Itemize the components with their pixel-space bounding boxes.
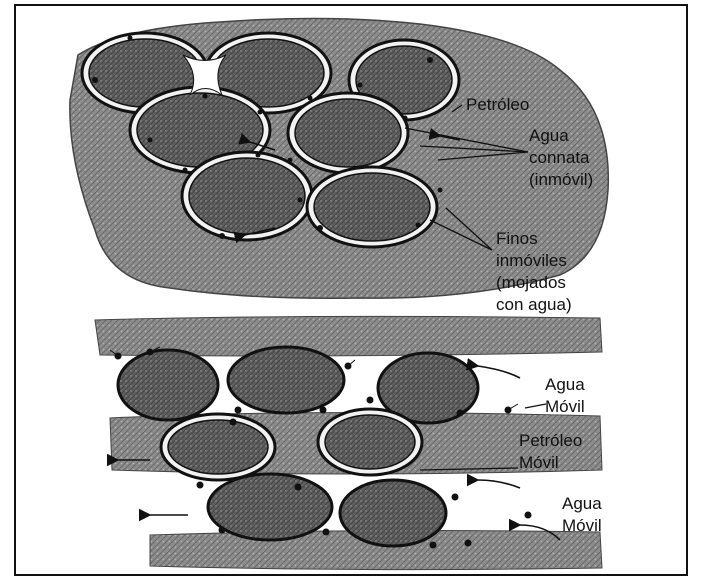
label-petroleo: Petróleo	[466, 95, 529, 114]
svg-text:Agua: Agua	[529, 126, 569, 145]
svg-text:Agua: Agua	[562, 494, 602, 513]
label-agua-movil-2: Agua Móvil	[562, 494, 602, 535]
grain-bottom-5	[318, 409, 422, 475]
svg-text:Finos: Finos	[496, 229, 538, 248]
label-agua-movil-1: Agua Móvil	[545, 375, 585, 416]
svg-text:Petróleo: Petróleo	[466, 95, 529, 114]
grain-top-6	[182, 152, 312, 240]
grain-top-5	[288, 93, 408, 173]
grain-bottom-2	[228, 347, 344, 413]
svg-text:(mojados: (mojados	[496, 273, 566, 292]
svg-text:Móvil: Móvil	[519, 453, 559, 472]
svg-text:Petróleo: Petróleo	[519, 431, 582, 450]
grain-bottom-7	[340, 480, 446, 546]
grain-bottom-1	[118, 350, 218, 420]
svg-text:Móvil: Móvil	[545, 397, 585, 416]
svg-text:inmóviles: inmóviles	[496, 251, 567, 270]
svg-text:connata: connata	[529, 148, 590, 167]
svg-text:con agua): con agua)	[496, 295, 572, 314]
grain-top-7	[307, 167, 437, 247]
svg-text:Móvil: Móvil	[562, 516, 602, 535]
svg-text:Agua: Agua	[545, 375, 585, 394]
grain-bottom-4	[161, 414, 275, 480]
svg-text:(inmóvil): (inmóvil)	[529, 170, 593, 189]
grain-bottom-6	[208, 474, 332, 540]
